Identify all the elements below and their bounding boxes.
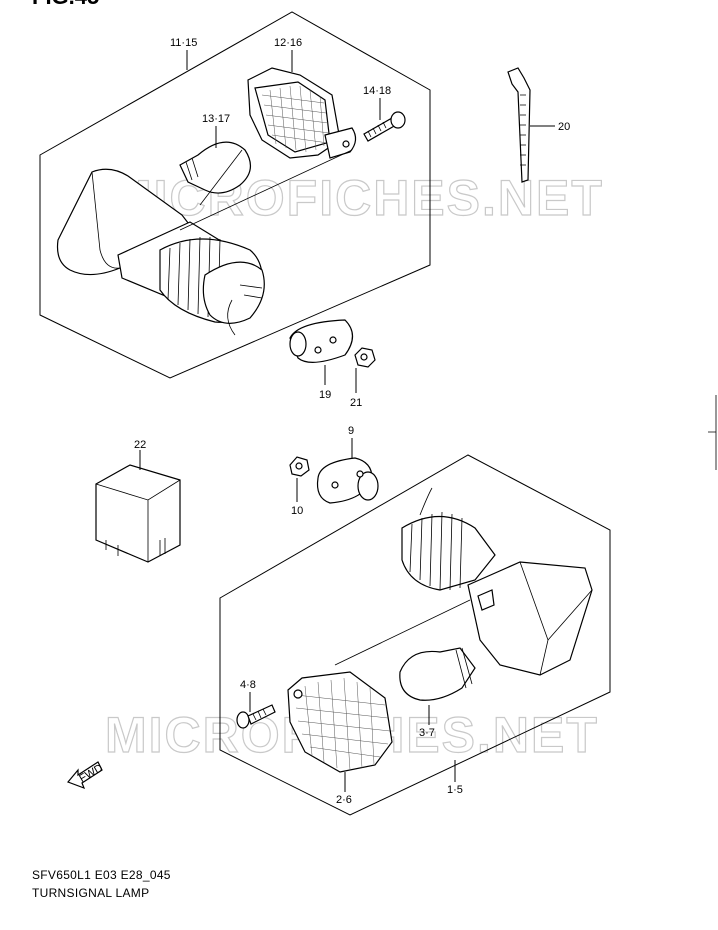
upper-lens: [247, 67, 357, 159]
lower-bulb: [399, 647, 476, 701]
turnsignal-relay: [95, 464, 181, 563]
callout-1-5: 1·5: [447, 784, 463, 796]
leader-lines: [139, 50, 555, 792]
mounting-spacer-upper: [289, 319, 354, 363]
lower-turnsignal-housing: [401, 487, 593, 676]
lower-exploded-line: [334, 599, 471, 666]
callout-14-18: 14·18: [363, 85, 391, 97]
callout-22: 22: [134, 439, 146, 451]
callout-19: 19: [319, 389, 331, 401]
lower-screw: [236, 704, 276, 729]
upper-screw: [363, 111, 406, 142]
fwd-badge: FWD: [77, 762, 105, 785]
upper-assembly-frame: [39, 11, 431, 379]
upper-bulb: [179, 141, 251, 194]
upper-exploded-line: [179, 149, 353, 231]
callout-12-16: 12·16: [274, 37, 302, 49]
callout-3-7: 3·7: [419, 727, 435, 739]
lower-assembly-frame: [219, 454, 611, 816]
nut-10: [289, 456, 310, 477]
callout-9: 9: [348, 425, 354, 437]
lower-lens: [287, 671, 393, 773]
diagram-name: TURNSIGNAL LAMP: [32, 886, 150, 900]
lower-assembly: [219, 454, 611, 816]
callout-20: 20: [558, 121, 570, 133]
mounting-spacer-lower: [316, 457, 379, 504]
cable-strap: [507, 67, 531, 183]
callout-11-15: 11·15: [170, 37, 197, 49]
upper-exploded-line-2: [199, 149, 243, 206]
upper-turnsignal-housing: [56, 168, 265, 336]
callout-10: 10: [291, 505, 303, 517]
diagram-code: SFV650L1 E03 E28_045: [32, 868, 171, 882]
callout-13-17: 13·17: [202, 113, 230, 125]
page-edge-mark: [708, 395, 717, 470]
callout-4-8: 4·8: [240, 679, 256, 691]
upper-assembly: [39, 11, 431, 379]
nut-21: [354, 347, 376, 368]
callout-21: 21: [350, 397, 362, 409]
callout-2-6: 2·6: [336, 794, 352, 806]
figure-title: FIG.45: [32, 0, 99, 9]
fwd-arrow-icon: FWD: [66, 761, 105, 790]
